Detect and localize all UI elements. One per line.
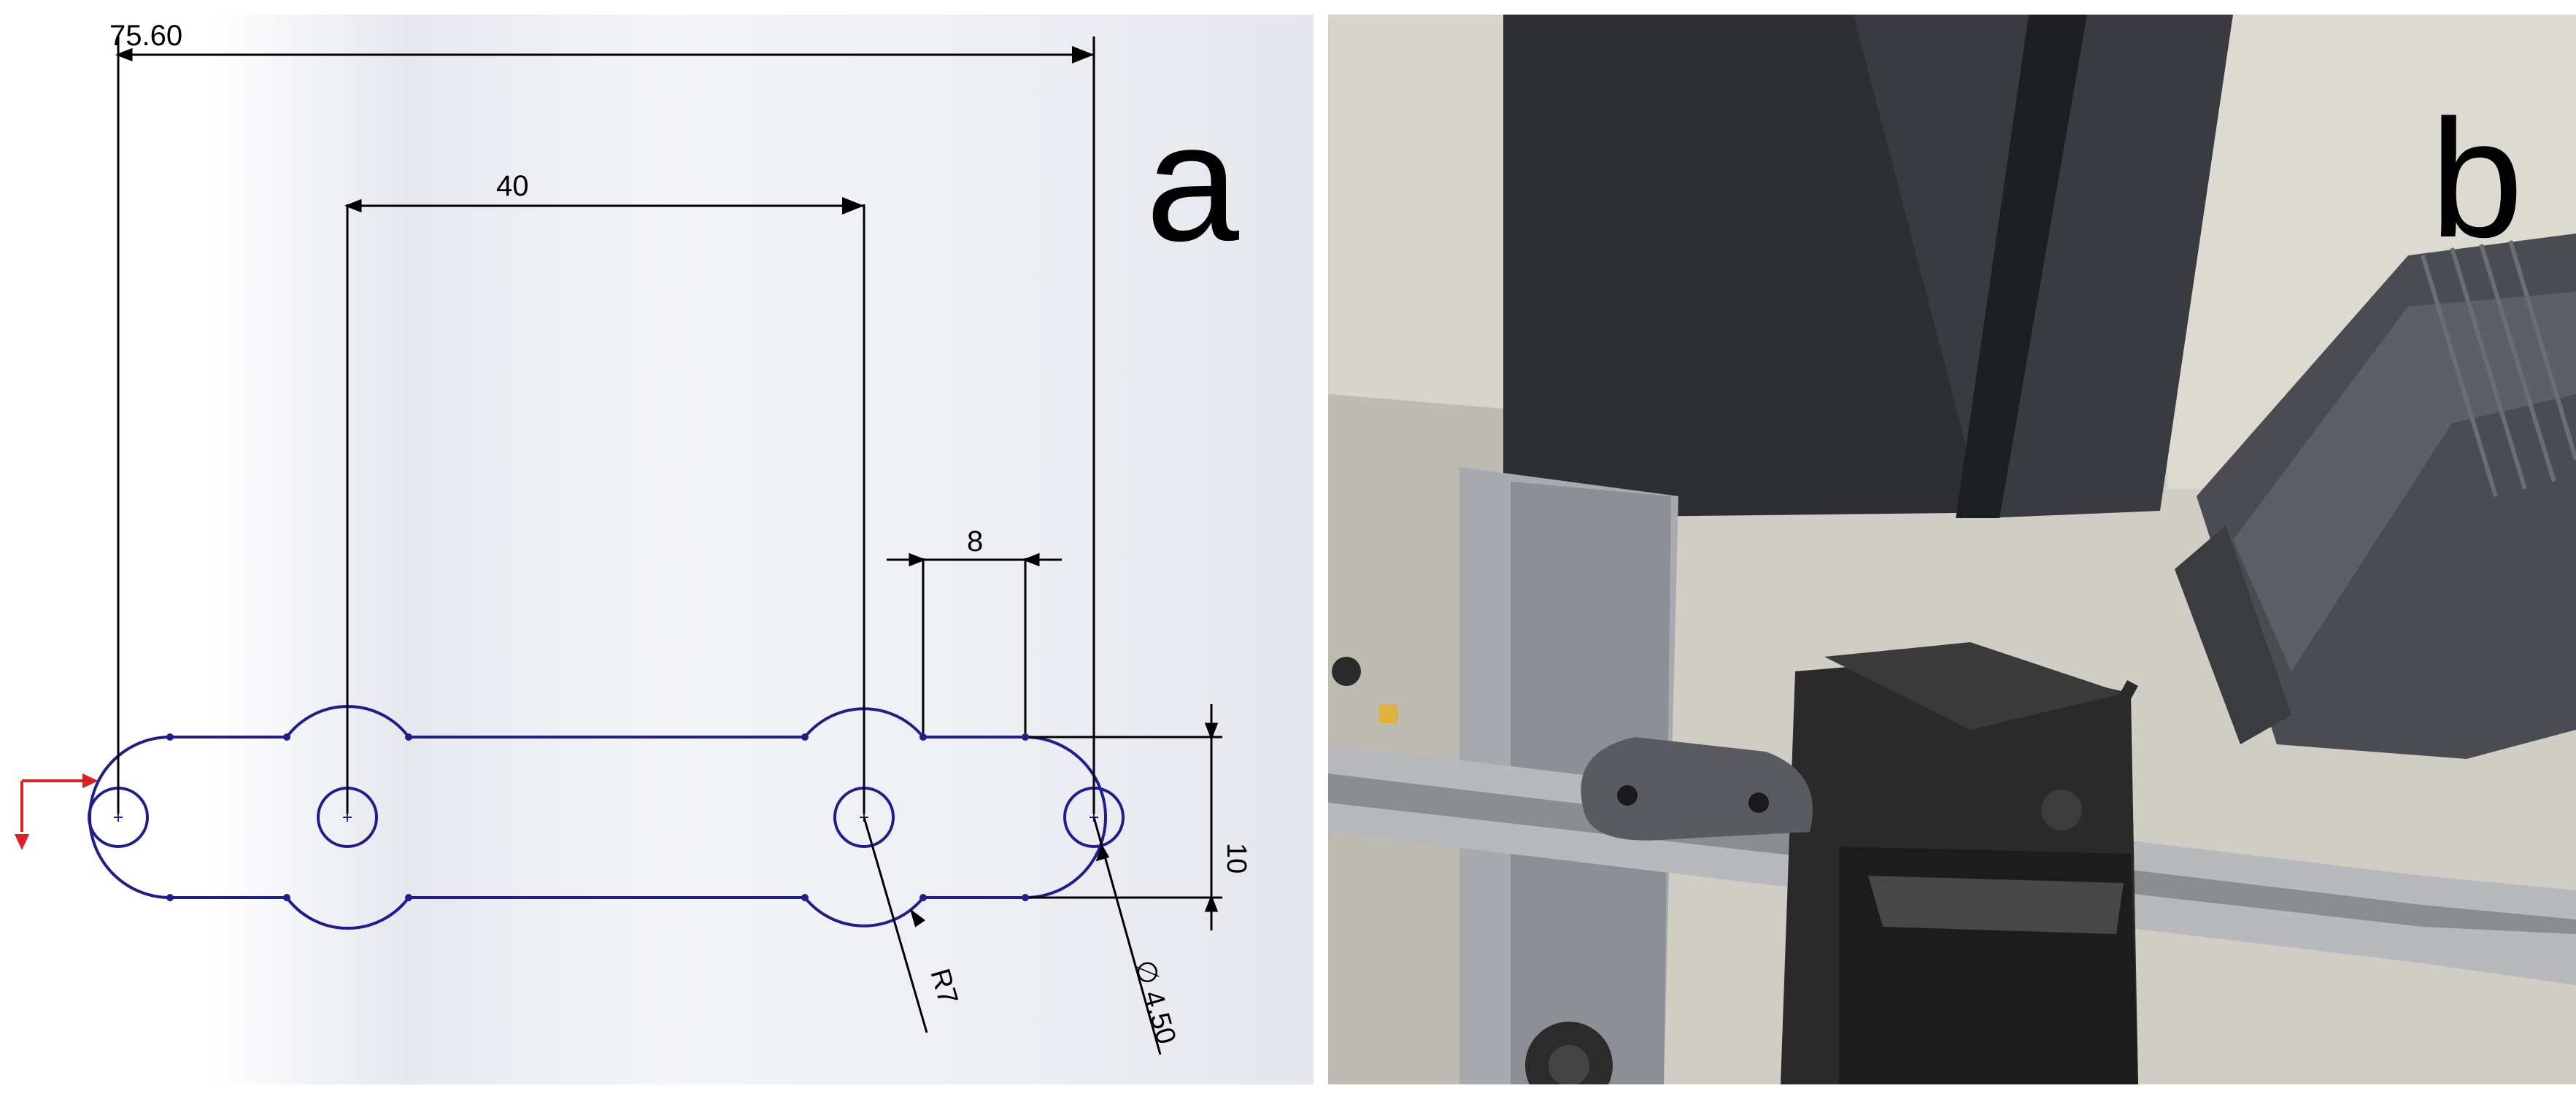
part-profile — [88, 705, 1125, 930]
drilling-photo-panel — [1328, 15, 2576, 1084]
dim-flat — [887, 552, 1062, 733]
drilling-photo — [1328, 15, 2576, 1084]
leader-radius — [863, 817, 928, 1033]
hole-center-marks — [114, 813, 1098, 822]
dim-flat-label: 8 — [967, 525, 983, 558]
dim-overall-label: 75.60 — [109, 20, 182, 52]
origin-arrow — [15, 773, 99, 850]
leader-diameter-label: ∅ 4.50 — [1128, 957, 1181, 1048]
workpiece — [1581, 737, 1813, 841]
leader-radius-label: R7 — [924, 965, 963, 1008]
panel-b-label: b — [2430, 85, 2523, 272]
drill-chuck — [2175, 234, 2576, 759]
cad-drawing: 75.60 40 8 10 — [15, 20, 1252, 1055]
leader-diameter — [1092, 817, 1162, 1055]
dim-pitch — [344, 197, 865, 814]
tangent-points — [166, 733, 1029, 901]
dim-thickness-label: 10 — [1221, 843, 1252, 874]
dim-pitch-label: 40 — [496, 170, 529, 202]
dim-overall — [115, 36, 1095, 814]
cad-drawing-panel: 75.60 40 8 10 — [15, 15, 1314, 1084]
panel-a-label: a — [1146, 88, 1239, 276]
drill-bit — [2058, 680, 2138, 810]
dim-thickness — [1029, 704, 1222, 930]
